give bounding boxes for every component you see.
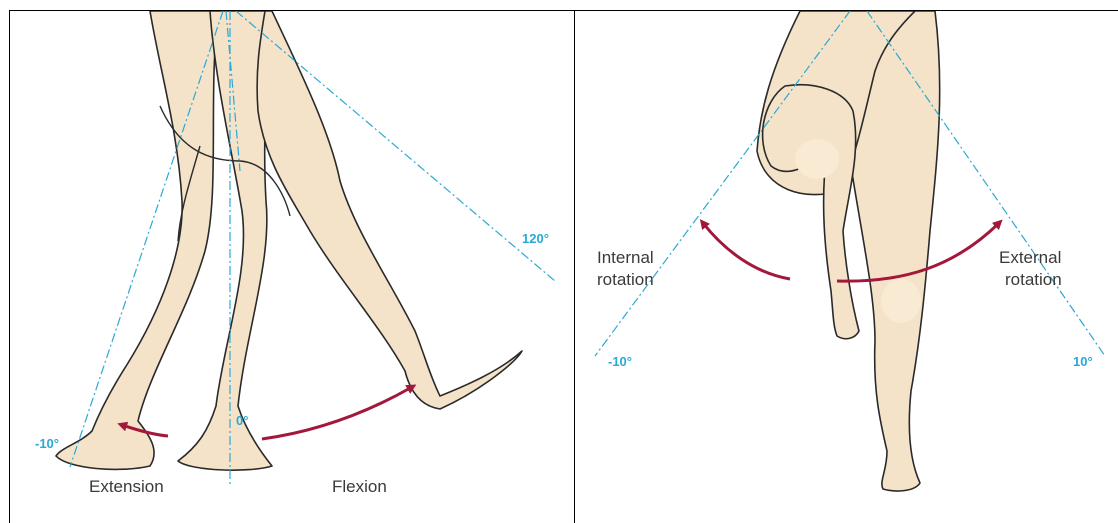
internal-caption-line1: Internal [597,248,654,267]
flexion-extension-panel: -10° 0° 120° Extension Flexion [9,10,575,523]
neutral-angle-label: 0° [236,413,248,428]
internal-angle-label: -10° [608,354,632,369]
rotation-panel: -10° 10° Internal rotation External rota… [575,10,1118,523]
extension-caption: Extension [89,477,164,496]
flexion-arrow [262,387,412,439]
external-caption-line1: External [999,248,1061,267]
internal-caption-line2: rotation [597,270,654,289]
rotating-leg [763,85,859,339]
extension-angle-label: -10° [35,436,59,451]
internal-rotation-arrow [703,223,790,279]
flexion-angle-label: 120° [522,231,549,246]
rotation-illustration: -10° 10° Internal rotation External rota… [575,11,1118,523]
flexion-extension-illustration: -10° 0° 120° Extension Flexion [10,11,575,523]
flexing-leg [257,11,522,409]
external-angle-label: 10° [1073,354,1093,369]
external-caption-line2: rotation [1005,270,1062,289]
flexion-caption: Flexion [332,477,387,496]
back-leg [56,11,218,469]
